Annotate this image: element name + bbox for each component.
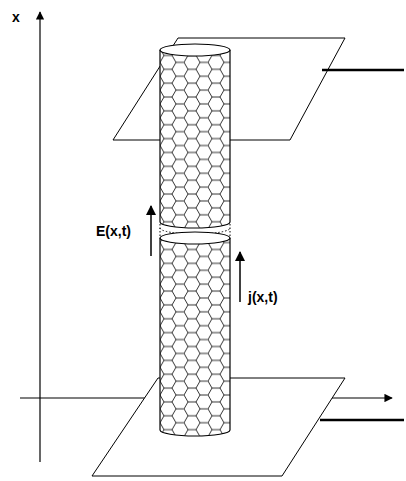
bottom-wire — [320, 419, 404, 422]
top-wire — [322, 69, 404, 72]
tube-continuation — [230, 224, 231, 238]
current-arrow — [239, 252, 241, 302]
current-label: j(x,t) — [248, 290, 278, 304]
field-label: E(x,t) — [96, 224, 131, 238]
field-arrow — [150, 206, 152, 256]
nanotube-lower — [160, 232, 230, 436]
tube-continuation — [160, 224, 161, 238]
x-axis — [39, 12, 40, 462]
nanotube-upper — [160, 44, 230, 228]
axis-label: x — [12, 10, 20, 24]
